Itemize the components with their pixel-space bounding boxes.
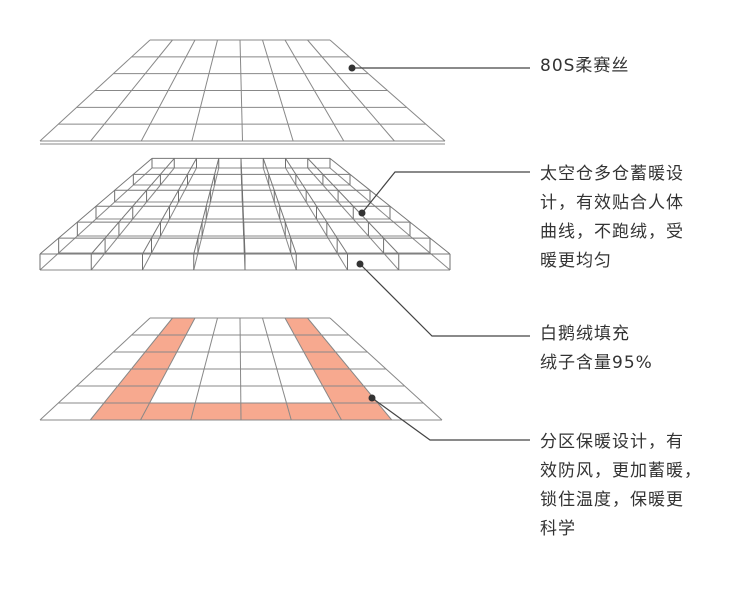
- zone-cell: [303, 352, 350, 369]
- leader-lines: [352, 67, 530, 441]
- zone-cell: [140, 403, 196, 420]
- leader-dot-zone: [368, 394, 376, 402]
- zone-cell: [286, 403, 342, 420]
- zone-cell: [103, 386, 159, 403]
- zone-cell: [313, 369, 364, 386]
- zoned-down-layer: [39, 317, 443, 421]
- leader-dot-down: [356, 260, 364, 268]
- callout-baffle-design: 太空仓多仓蓄暖设 计，有效贴合人体 曲线，不跑绒，受 暖更均匀: [540, 164, 684, 271]
- leader-dots: [348, 64, 376, 402]
- leader-line-baffle: [361, 171, 530, 214]
- zone-cell: [131, 352, 177, 369]
- callout-down-fill: 白鹅绒填充 绒子含量95%: [540, 324, 653, 373]
- callout-zone-design: 分区保暖设计，有 效防风，更加蓄暖， 锁住温度，保暖更 科学: [540, 432, 702, 539]
- zone-cell: [117, 369, 168, 386]
- zone-cell: [158, 318, 195, 335]
- zone-cell: [240, 403, 292, 420]
- zone-cell: [332, 403, 392, 420]
- leader-dot-fabric: [348, 64, 356, 72]
- leader-dot-baffle: [358, 209, 366, 217]
- zone-cell: [90, 403, 150, 420]
- zone-cell: [322, 386, 378, 403]
- zone-cell: [190, 403, 241, 420]
- callout-fabric: 80S柔赛丝: [540, 56, 630, 76]
- zone-cell: [294, 335, 336, 352]
- leader-line-zone: [371, 397, 530, 441]
- zone-cell: [285, 318, 322, 335]
- fabric-layer: [39, 39, 446, 145]
- zone-cell: [145, 335, 186, 352]
- leader-line-down: [359, 263, 530, 337]
- baffle-layer: [39, 157, 451, 271]
